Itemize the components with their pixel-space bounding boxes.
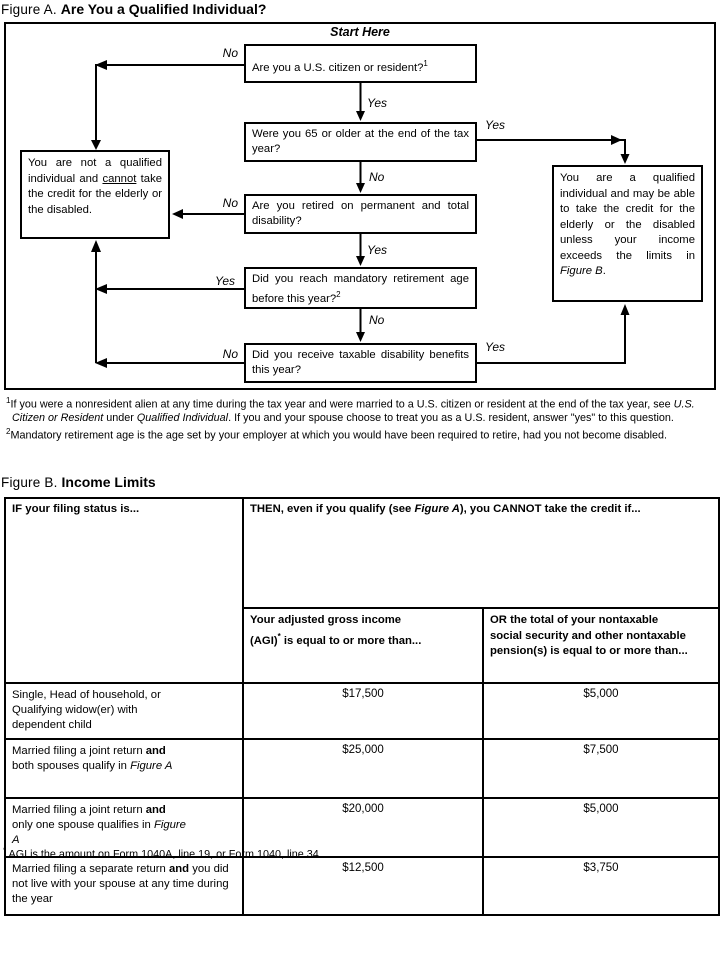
label-no-q1: No xyxy=(222,46,238,60)
arrow-q4-yes xyxy=(95,284,244,294)
arrow-q4-no xyxy=(356,309,365,342)
pension-header-cell: OR the total of your nontaxable social s… xyxy=(481,607,721,684)
filing-status-cell: Single, Head of household, or Qualifying… xyxy=(4,682,244,740)
pension-value-cell: $5,000 xyxy=(481,682,721,740)
filing-status-header-cell: IF your filing status is... xyxy=(4,497,244,684)
agi-value-cell: $25,000 xyxy=(242,738,484,799)
question-box-age-65: Were you 65 or older at the end of the t… xyxy=(244,122,477,162)
figure-a-title: Figure A. Are You a Qualified Individual… xyxy=(1,1,266,17)
label-yes-q4: Yes xyxy=(214,274,235,288)
label-yes-q3: Yes xyxy=(367,243,388,257)
agi-value-cell: $20,000 xyxy=(242,797,484,858)
pension-value-cell: $7,500 xyxy=(481,738,721,799)
figure-a-footnotes: 1If you were a nonresident alien at any … xyxy=(3,394,719,443)
label-yes-q5: Yes xyxy=(485,340,506,354)
label-yes-q1: Yes xyxy=(367,96,388,110)
footnote-2: 2Mandatory retirement age is the age set… xyxy=(6,427,668,442)
agi-value-cell: $17,500 xyxy=(242,682,484,740)
question-box-mandatory-retirement: Did you reach mandatory retirement age b… xyxy=(244,267,477,309)
flowchart-connectors xyxy=(91,60,630,368)
start-here-label: Start Here xyxy=(330,25,390,39)
pension-value-cell: $3,750 xyxy=(481,856,721,916)
question-box-citizen: Are you a U.S. citizen or resident?1 xyxy=(244,44,477,83)
arrow-q1-yes xyxy=(356,83,365,121)
question-box-taxable-benefits: Did you receive taxable disability benef… xyxy=(244,343,477,383)
arrow-q5-no xyxy=(95,358,244,368)
figure-a-title-text: Are You a Qualified Individual? xyxy=(60,1,267,17)
figure-b-title-text: Income Limits xyxy=(61,474,156,490)
label-yes-q2: Yes xyxy=(485,118,506,132)
label-no-q4: No xyxy=(369,313,385,327)
arrow-q3-no xyxy=(172,209,244,219)
label-no-q2: No xyxy=(369,170,385,184)
label-no-q5: No xyxy=(222,347,238,361)
then-header-cell: THEN, even if you qualify (see Figure A)… xyxy=(241,497,721,609)
result-box-qualified: You are a qualified individual and may b… xyxy=(552,165,703,302)
arrow-merge-up xyxy=(91,240,101,363)
arrow-q2-no xyxy=(356,160,365,193)
result-box-not-qualified: You are not a qualified individual and c… xyxy=(20,150,170,239)
filing-status-cell: Married filing a joint return and both s… xyxy=(4,738,244,799)
footnote-1: 1If you were a nonresident alien at any … xyxy=(6,396,695,424)
income-limits-table: IF your filing status is... THEN, even i… xyxy=(4,497,721,916)
arrow-q5-yes xyxy=(477,304,630,364)
arrow-q1-no xyxy=(91,60,244,150)
qualified-individual-flowchart: Start Here Are you a U.S. citizen or res… xyxy=(4,22,716,390)
label-no-q3: No xyxy=(222,196,238,210)
figure-b-title: Figure B. Income Limits xyxy=(1,474,156,490)
arrow-q3-yes xyxy=(356,234,365,266)
agi-header-cell: Your adjusted gross income (AGI)* is equ… xyxy=(242,607,484,684)
agi-footnote: * AGI is the amount on Form 1040A, line … xyxy=(3,846,322,861)
agi-value-cell: $12,500 xyxy=(242,856,484,916)
filing-status-cell: Married filing a joint return and only o… xyxy=(4,797,244,858)
filing-status-cell: Married filing a separate return and you… xyxy=(4,856,244,916)
figure-b-label: Figure B. xyxy=(1,475,58,490)
figure-a-label: Figure A. xyxy=(1,2,57,17)
arrow-q2-yes xyxy=(477,135,630,164)
question-box-retired-disability: Are you retired on permanent and total d… xyxy=(244,194,477,234)
pension-value-cell: $5,000 xyxy=(481,797,721,858)
